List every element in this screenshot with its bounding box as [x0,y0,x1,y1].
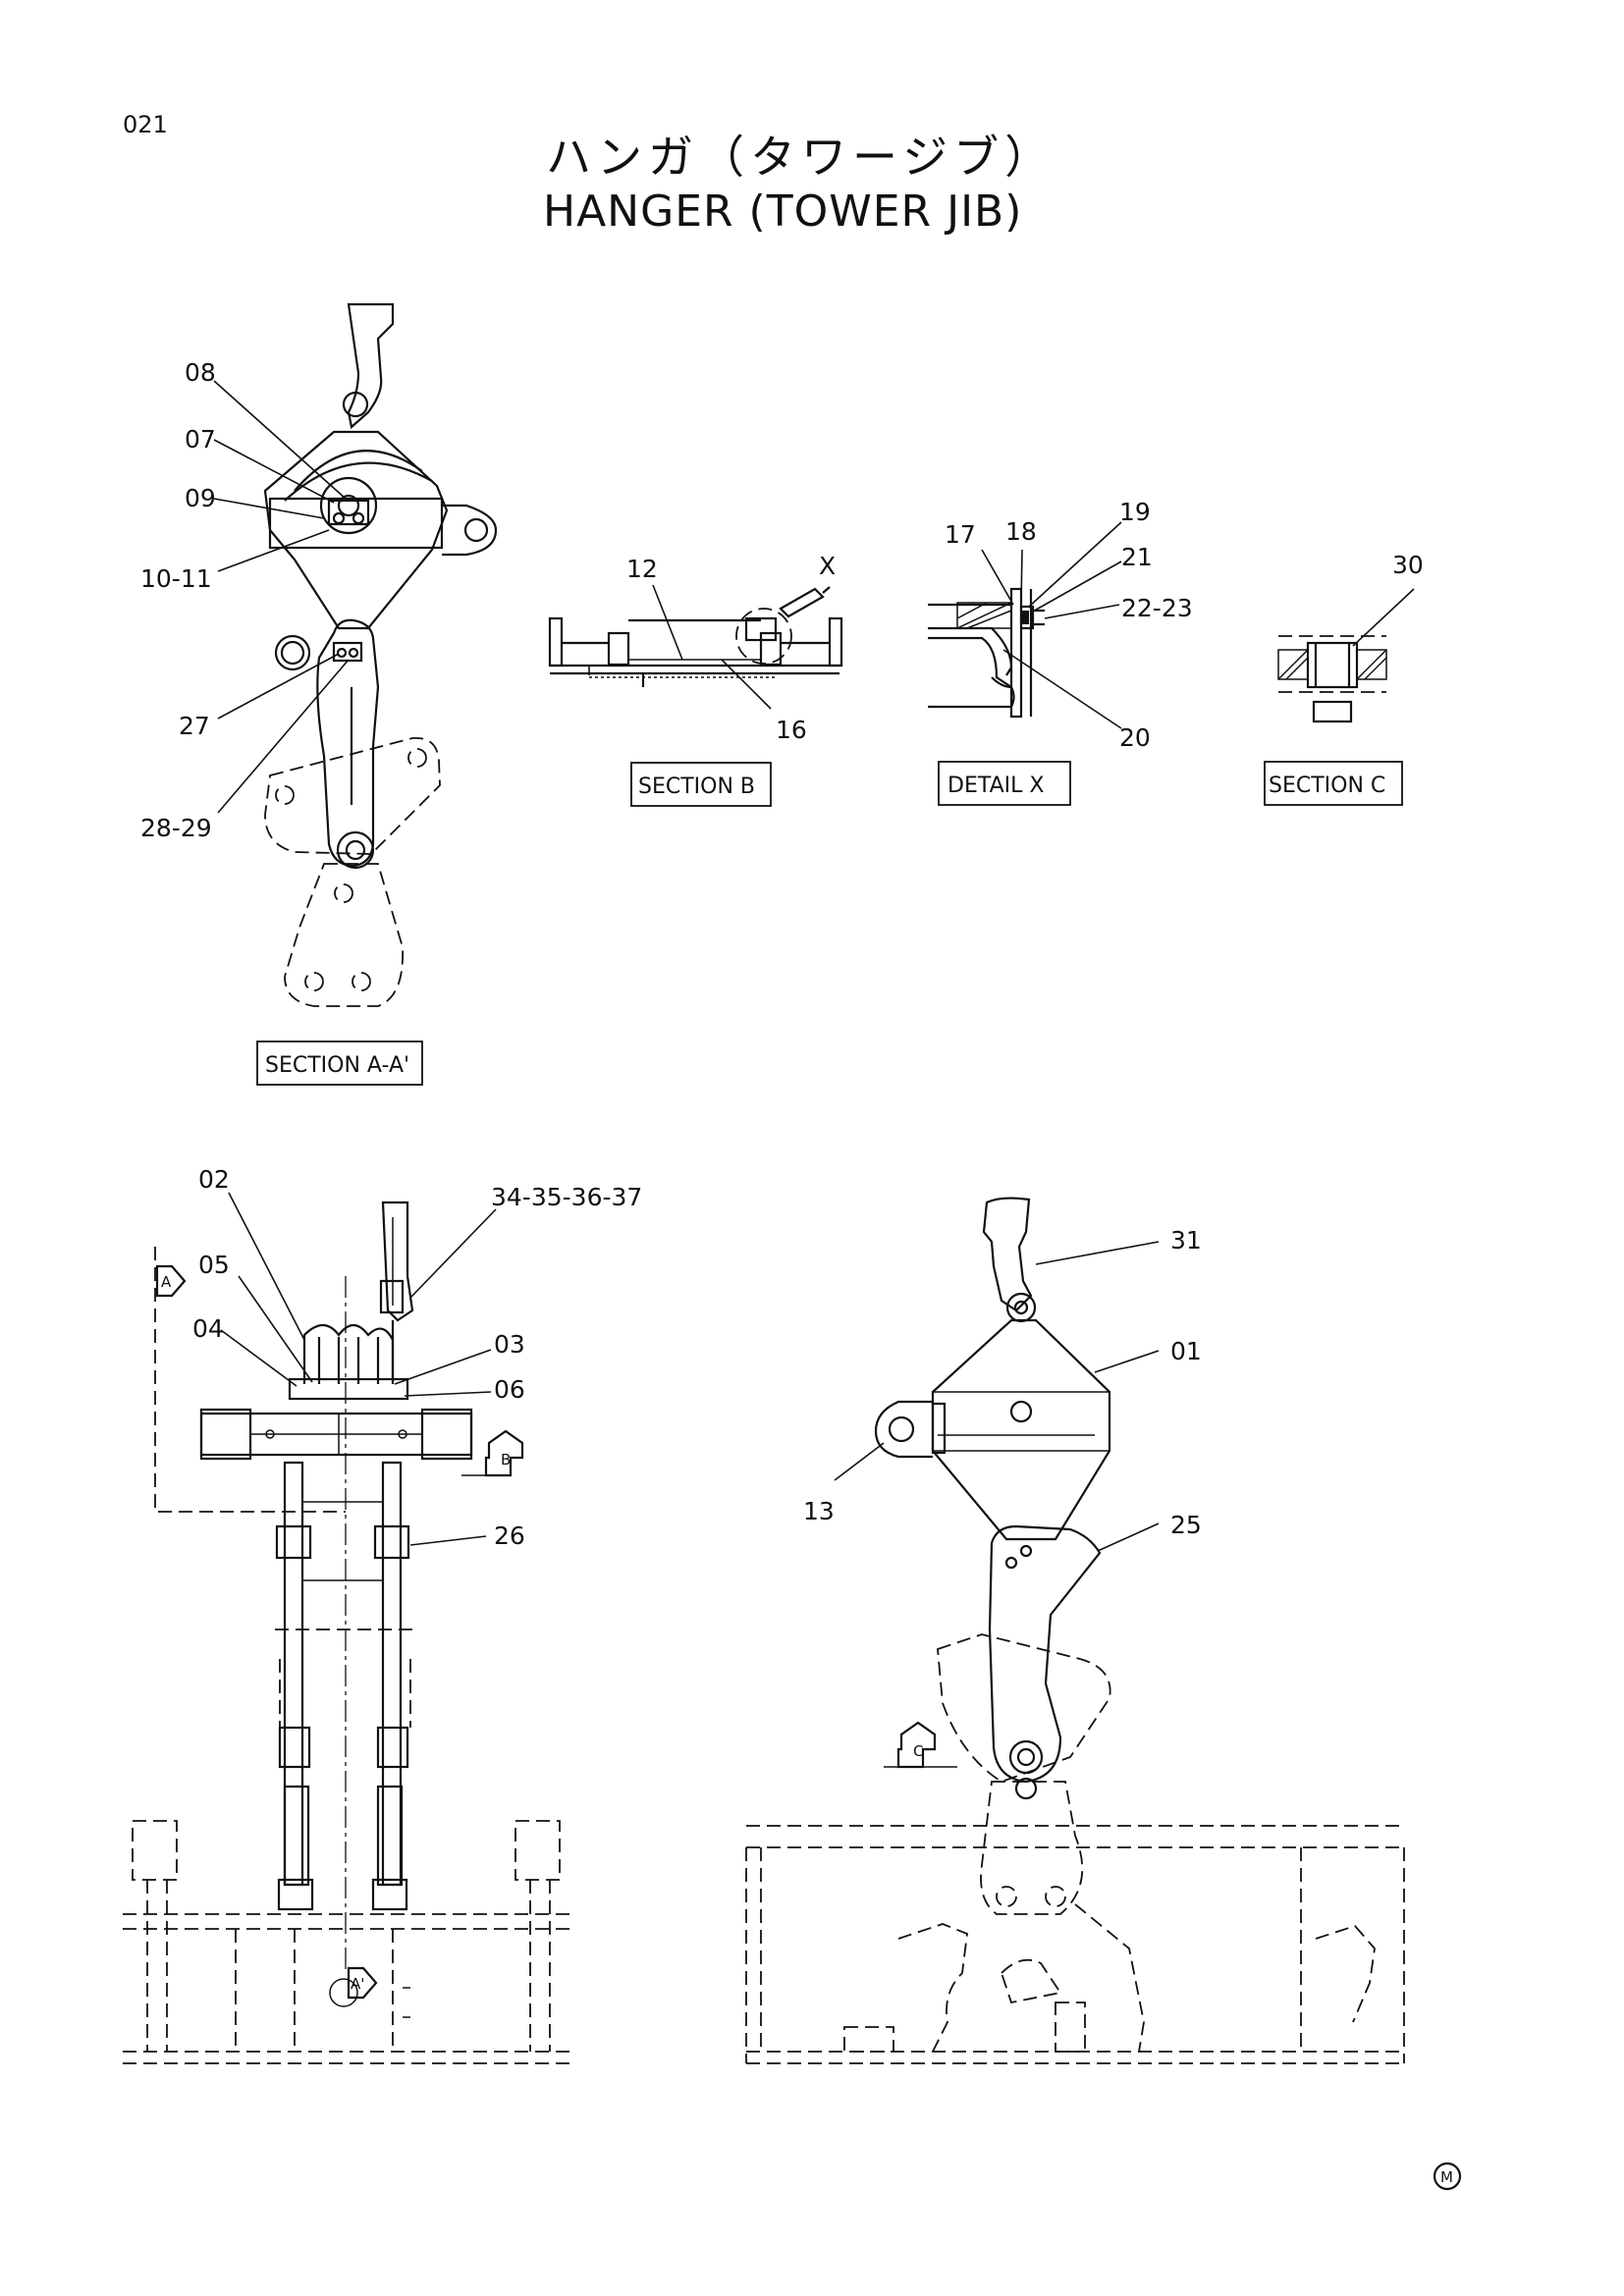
callout-06: 06 [494,1375,525,1404]
callout-03: 03 [494,1330,525,1359]
view-marker-a-prime: A' [347,1966,378,2000]
title-english: HANGER (TOWER JIB) [543,187,1022,237]
section-b-drawing [548,586,843,687]
callout-34-35-36-37: 34-35-36-37 [491,1183,642,1211]
callout-22-23: 22-23 [1121,594,1193,622]
side-view-drawing [745,1197,1405,2064]
detail-x-label: DETAIL X [947,774,1044,798]
callout-20: 20 [1119,723,1151,752]
view-marker-a: A [155,1264,187,1298]
callout-05: 05 [198,1251,230,1279]
callout-02: 02 [198,1165,230,1194]
callout-30: 30 [1392,551,1424,579]
leader-30 [1352,588,1415,647]
page-number: 021 [123,111,168,138]
svg-text:A': A' [351,1975,364,1993]
section-b-label: SECTION B [638,774,755,799]
detail-x-label-box [938,761,1071,806]
svg-text:A: A [161,1273,172,1291]
callout-21: 21 [1121,543,1153,571]
view-marker-b: B [461,1429,524,1477]
callout-17: 17 [945,520,976,549]
svg-text:B: B [501,1451,511,1468]
callout-07: 07 [185,425,216,454]
front-view-drawing [123,1201,569,2064]
callout-12: 12 [626,555,658,583]
section-b-label-box [630,762,772,807]
callout-18: 18 [1005,517,1037,546]
view-marker-c: C [884,1721,957,1769]
callout-19: 19 [1119,498,1151,526]
front-view-leaders [220,1192,497,1546]
m-mark: M [1433,2162,1462,2191]
callout-08: 08 [185,358,216,387]
leader-12 [652,584,683,661]
section-aa-label-box [256,1041,423,1086]
callout-04: 04 [192,1314,224,1343]
detail-x-leaders [981,521,1122,729]
callout-01: 01 [1170,1337,1202,1365]
section-aa-drawing [263,302,498,1007]
section-c-label: SECTION C [1269,774,1385,798]
callout-10-11: 10-11 [140,564,212,593]
callout-09: 09 [185,484,216,512]
callout-13: 13 [803,1497,835,1525]
title-japanese: ハンガ（タワージブ） [546,131,1056,184]
callout-28-29: 28-29 [140,814,212,842]
section-c-label-box [1264,761,1403,806]
callout-26: 26 [494,1522,525,1550]
svg-text:C: C [913,1742,923,1760]
detail-x-marker: X [819,552,836,580]
leader-16 [721,659,772,710]
section-aa-leaders [213,380,350,814]
callout-16: 16 [776,716,807,744]
callout-25: 25 [1170,1511,1202,1539]
section-c-drawing [1277,635,1387,723]
side-view-leaders [834,1241,1160,1552]
callout-31: 31 [1170,1226,1202,1255]
section-aa-label: SECTION A-A' [265,1053,409,1078]
svg-text:M: M [1440,2168,1453,2186]
callout-27: 27 [179,712,210,740]
detail-x-drawing [928,587,1045,719]
